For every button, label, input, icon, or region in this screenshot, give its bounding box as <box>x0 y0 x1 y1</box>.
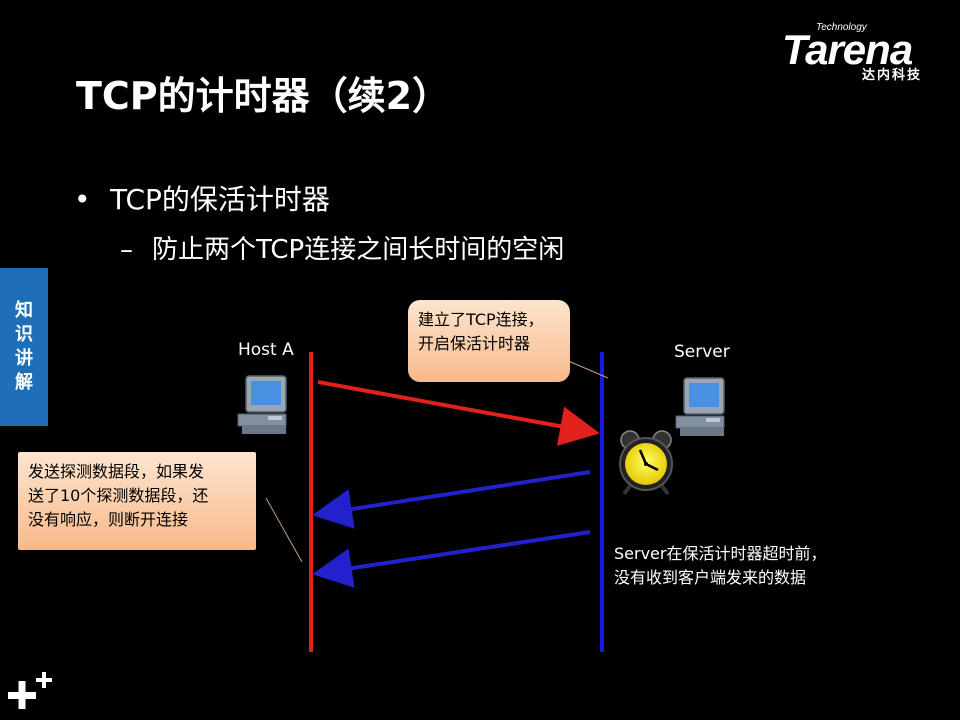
callout-left-pointer <box>265 497 303 563</box>
callout-line: 送了10个探测数据段，还 <box>28 486 209 505</box>
callout-probe-segments: 发送探测数据段，如果发 送了10个探测数据段，还 没有响应，则断开连接 <box>18 452 256 550</box>
bullet-text: TCP的保活计时器 <box>110 183 330 216</box>
side-tab-knowledge: 知 识 讲 解 <box>0 268 48 426</box>
callout-connection-established: 建立了TCP连接， 开启保活计时器 <box>408 300 570 382</box>
callout-top-pointer <box>565 359 609 379</box>
callout-line: 发送探测数据段，如果发 <box>28 462 205 481</box>
sub-bullet-item: –防止两个TCP连接之间长时间的空闲 <box>120 230 564 270</box>
data-segment-arrow <box>317 380 600 446</box>
logo-chinese-text: 达内科技 <box>862 68 923 83</box>
tarena-logo: Technology Tarena 达内科技 <box>778 22 948 84</box>
host-a-label: Host A <box>238 340 294 360</box>
server-label: Server <box>674 342 730 362</box>
side-tab-char: 解 <box>15 372 33 393</box>
side-tab-char: 识 <box>15 324 33 345</box>
computer-icon <box>237 375 287 434</box>
slide-title: TCP的计时器（续2） <box>76 74 451 118</box>
logo-technology-text: Technology <box>816 22 867 33</box>
callout-line: 开启保活计时器 <box>418 334 531 353</box>
plus-icon <box>8 672 52 709</box>
sub-bullet-marker: – <box>120 235 133 265</box>
computer-icon <box>675 377 725 436</box>
sub-bullet-text: 防止两个TCP连接之间长时间的空闲 <box>152 235 565 265</box>
probe-arrow-2 <box>312 530 591 588</box>
server-timeout-note: Server在保活计时器超时前， 没有收到客户端发来的数据 <box>614 542 826 590</box>
note-line: 没有收到客户端发来的数据 <box>614 568 807 587</box>
side-tab-char: 知 <box>15 300 33 321</box>
callout-line: 没有响应，则断开连接 <box>28 510 189 529</box>
callout-line: 建立了TCP连接， <box>418 310 544 329</box>
probe-arrow-1 <box>312 470 591 529</box>
side-tab-char: 讲 <box>15 348 33 369</box>
bullet-item: • TCP的保活计时器 <box>74 180 330 220</box>
bullet-marker: • <box>74 183 91 216</box>
note-line: Server在保活计时器超时前， <box>614 544 827 563</box>
logo-brand-text: Tarena <box>782 26 913 73</box>
alarm-clock-icon <box>619 430 673 496</box>
